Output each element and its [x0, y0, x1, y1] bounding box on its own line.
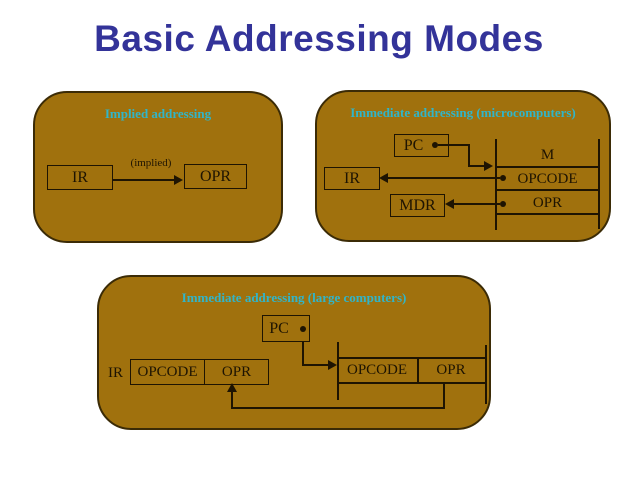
pc-line-seg3: [468, 165, 486, 167]
mdr-register-box: MDR: [390, 194, 445, 217]
opr-to-mdr-line: [448, 203, 500, 205]
panel-caption-large: Immediate addressing (large computers): [181, 290, 407, 305]
memory-label: M: [540, 147, 555, 163]
opr-pointer-dot: [500, 201, 506, 207]
ir-opcode-cell: OPCODE: [131, 360, 205, 384]
memory-opcode-cell: OPCODE: [346, 362, 407, 378]
pc-line-seg2: [302, 364, 330, 366]
memory-row-divider-3: [495, 213, 600, 215]
return-line-seg1: [443, 384, 445, 409]
return-line-seg3: [231, 391, 233, 409]
panel-immediate-large: Immediate addressing (large computers) P…: [97, 275, 491, 430]
ir-label: IR: [108, 365, 123, 381]
implied-arrow-line: [113, 179, 176, 181]
ir-register-box: IR: [47, 165, 113, 190]
memory-row-divider-1: [495, 166, 600, 168]
memory-right-edge: [485, 345, 487, 404]
memory-row-divider-2: [495, 189, 600, 191]
memory-opr-cell: OPR: [436, 362, 466, 378]
memory-left-edge: [495, 139, 497, 230]
ir-register-box: IR: [324, 167, 380, 190]
memory-left-edge: [337, 342, 339, 400]
return-line-seg2: [231, 407, 445, 409]
panel-caption-implied: Implied addressing: [104, 106, 212, 121]
opr-register-box: OPR: [184, 164, 247, 189]
pc-arrowhead-icon: [484, 161, 493, 171]
ir-opr-cell: OPR: [221, 363, 252, 380]
pc-line-seg1: [302, 342, 304, 366]
opr-to-mdr-arrowhead-icon: [445, 199, 454, 209]
ir-register-box: OPCODE OPR: [130, 359, 269, 385]
return-arrowhead-icon: [227, 383, 237, 392]
opcode-to-ir-line: [382, 177, 500, 179]
memory-right-edge: [598, 139, 600, 229]
pc-register-box: PC: [262, 315, 310, 342]
pc-line-seg1: [438, 144, 470, 146]
implied-arrow-note: (implied): [130, 157, 172, 169]
slide-title: Basic Addressing Modes: [94, 18, 544, 59]
memory-opr-cell: OPR: [532, 195, 563, 211]
memory-cell-divider: [417, 357, 419, 384]
memory-row-top-line: [337, 357, 487, 359]
pc-arrowhead-icon: [328, 360, 337, 370]
opcode-to-ir-arrowhead-icon: [379, 173, 388, 183]
panel-immediate-micro: Immediate addressing (microcomputers) PC…: [315, 90, 611, 242]
pc-pointer-dot: [300, 326, 306, 332]
pc-pointer-dot: [432, 142, 438, 148]
memory-opcode-cell: OPCODE: [517, 171, 578, 187]
panel-caption-micro: Immediate addressing (microcomputers): [350, 105, 576, 120]
memory-row-bottom-line: [337, 382, 487, 384]
pc-line-seg2: [468, 144, 470, 166]
opcode-pointer-dot: [500, 175, 506, 181]
implied-arrowhead-icon: [174, 175, 183, 185]
panel-implied-addressing: Implied addressing IR (implied) OPR: [33, 91, 283, 243]
